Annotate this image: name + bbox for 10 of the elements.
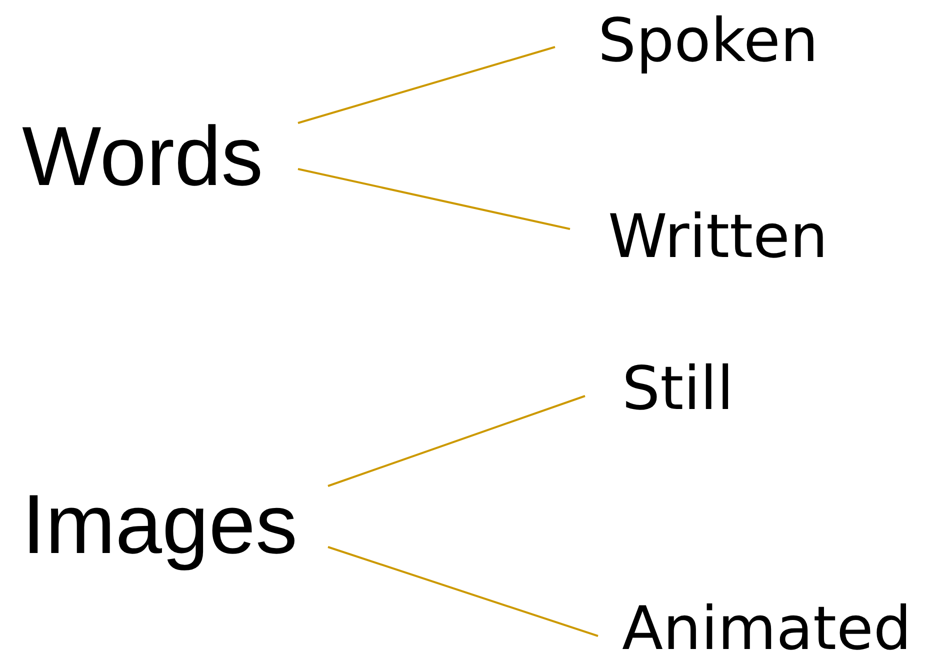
connector-line xyxy=(298,168,570,230)
node-label: Written xyxy=(608,202,828,272)
node-label: Words xyxy=(22,109,264,203)
node-label: Images xyxy=(22,477,298,571)
node-label: Spoken xyxy=(598,6,818,76)
node-label: Animated xyxy=(622,594,912,655)
connector-line xyxy=(328,395,586,487)
node-label: Still xyxy=(622,354,734,424)
connector-line xyxy=(328,546,598,637)
connector-line xyxy=(298,46,556,124)
